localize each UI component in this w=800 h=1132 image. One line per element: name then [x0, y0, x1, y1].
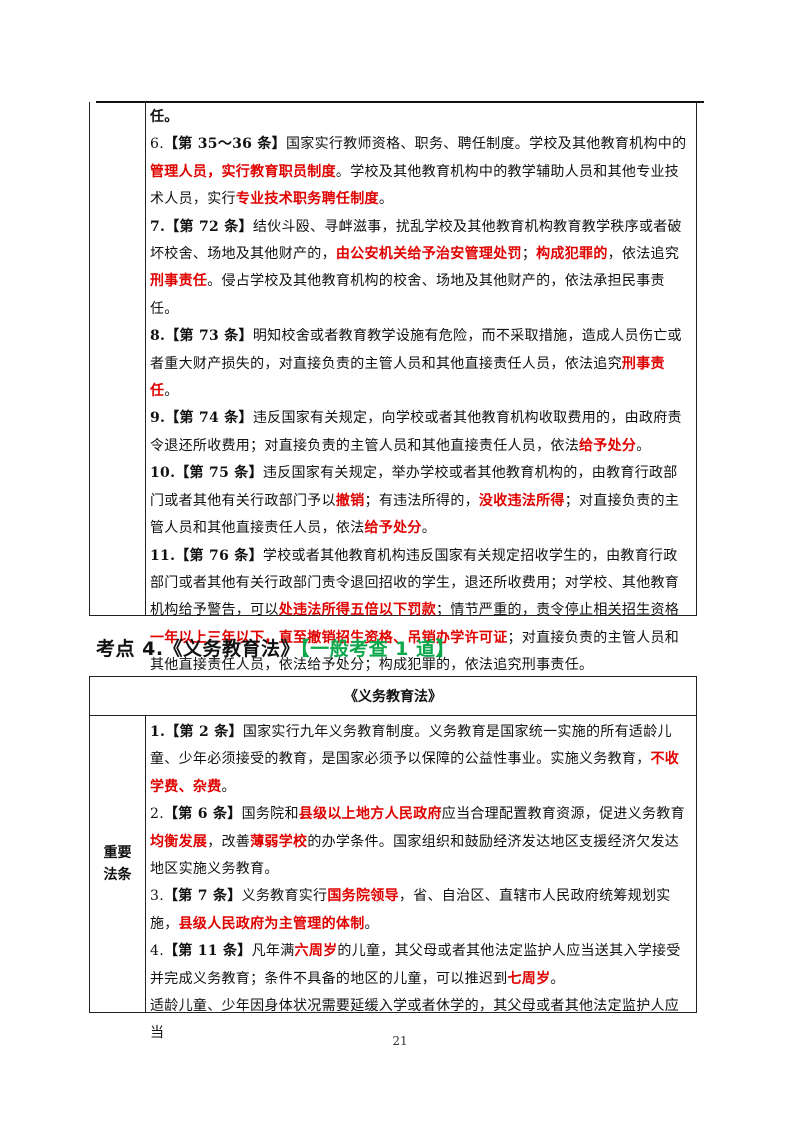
- text-run: 。: [636, 437, 651, 454]
- highlighted-text: 薄弱学校: [250, 833, 308, 850]
- highlighted-text: 专业技术职务聘任制度: [235, 191, 379, 208]
- article-number: 10.【第 75 条】: [150, 465, 263, 482]
- article-number: 9.【第 74 条】: [150, 410, 253, 427]
- text-run: ；对直接负责的主管人员和其他直接责任人员，依法给予处分；构成犯罪的，依法追究刑事…: [150, 629, 680, 674]
- highlighted-text: 刑事责任: [150, 273, 208, 290]
- law-article-paragraph: 8.【第 73 条】明知校舍或者教育教学设施有危险，而不采取措施，造成人员伤亡或…: [150, 323, 690, 405]
- text-run: 国家实行教师资格、职务、聘任制度。学校及其他教育机构中的: [285, 136, 687, 153]
- text-run: ；: [521, 246, 537, 263]
- table-content: 1.【第 2 条】国家实行九年义务教育制度。义务教育是国家统一实施的所有适龄儿童…: [150, 719, 690, 1048]
- top-rule: [96, 101, 704, 103]
- text-run: ，依法追究: [607, 246, 680, 263]
- text-run: ；对直接负责的主管人员和其他直接责任人员，依法: [150, 492, 680, 537]
- highlighted-text: 撤销: [335, 492, 365, 509]
- text-run: 。: [421, 520, 437, 537]
- article-number: 【第 6 条】: [163, 806, 242, 823]
- article-number: 【第 11 条】: [163, 943, 252, 960]
- highlighted-text: 由公安机关给予治安管理处罚: [335, 246, 522, 263]
- law-article-paragraph: 2.【第 6 条】国务院和县级以上地方人民政府应当合理配置教育资源，促进义务教育…: [150, 801, 690, 883]
- text-run: 义务教育实行: [241, 888, 328, 905]
- highlighted-text: 县级人民政府为主管理的体制: [178, 915, 365, 932]
- law-article-paragraph: 4.【第 11 条】凡年满六周岁的儿童，其父母或者其他法定监护人应当送其入学接受…: [150, 938, 690, 993]
- text-run: 应当合理配置教育资源，促进义务教育: [441, 806, 685, 823]
- text-run: 学校或者其他教育机构违反国家有关规定招收学生的，由教育行政部门或者其他有关行政部…: [150, 547, 680, 619]
- highlighted-text: 没收违法所得: [478, 492, 565, 509]
- highlighted-text: 刑事责任: [150, 355, 665, 400]
- highlighted-text: 一年以上三年以下，直至撤销招生资格、吊销办学许可证: [150, 629, 508, 646]
- text-run: 。学校及其他教育机构中的教学辅助人员和其他专业技术人员，实行: [150, 163, 680, 208]
- article-number: 【第 7 条】: [163, 888, 242, 905]
- article-number: 任。: [150, 109, 179, 125]
- highlighted-text: 给予处分: [364, 520, 422, 537]
- text-run: 违反国家有关规定，举办学校或者其他教育机构的，由教育行政部门或者其他有关行政部门…: [150, 465, 678, 509]
- law-article-paragraph: 11.【第 76 条】学校或者其他教育机构违反国家有关规定招收学生的，由教育行政…: [150, 543, 690, 680]
- text-run: 国务院和: [241, 806, 299, 823]
- text-run: 违反国家有关规定，向学校或者其他教育机构收取费用的，由政府责令退还所收费用；对直…: [150, 410, 682, 454]
- text-run: 。: [364, 915, 379, 932]
- text-run: 明知校舍或者教育教学设施有危险，而不采取措施，造成人员伤亡或者重大财产损失的，对…: [150, 328, 682, 372]
- text-run: ，改善: [207, 833, 251, 850]
- law-article-paragraph: 3.【第 7 条】义务教育实行国务院领导，省、自治区、直辖市人民政府统筹规划实施…: [150, 883, 690, 938]
- text-run: 。: [164, 383, 179, 400]
- text-run: ；情节严重的，责令停止相关招生资格: [436, 602, 680, 619]
- section-heading-tag: 【一般考查 1 道】: [300, 638, 456, 660]
- text-run: 2.: [150, 806, 164, 823]
- highlighted-text: 县级以上地方人民政府: [298, 806, 442, 823]
- table-row-label: 重要 法条: [90, 716, 146, 1012]
- highlighted-text: 管理人员，实行教育职员制度: [150, 163, 336, 180]
- highlighted-text: 构成犯罪的: [536, 246, 608, 263]
- text-run: 。侵占学校及其他教育机构的校舍、场地及其他财产的，依法承担民事责任。: [150, 273, 665, 317]
- text-run: 4.: [150, 943, 164, 960]
- section-heading-title: 考点 4.《义务教育法》: [96, 638, 301, 660]
- text-run: 6.: [150, 136, 164, 153]
- law-article-paragraph: 1.【第 2 条】国家实行九年义务教育制度。义务教育是国家统一实施的所有适龄儿童…: [150, 719, 690, 801]
- article-number: 7.【第 72 条】: [150, 218, 253, 235]
- table-content: 任。 6.【第 35～36 条】国家实行教师资格、职务、聘任制度。学校及其他教育机…: [150, 102, 690, 680]
- highlighted-text: 不收学费、杂费: [150, 751, 680, 795]
- text-run: 国家实行九年义务教育制度。义务教育是国家统一实施的所有适龄儿童、少年必须接受的教…: [150, 724, 672, 768]
- text-run: 的办学条件。国家组织和鼓励经济发达地区支援经济欠发达地区实施义务教育。: [150, 833, 680, 878]
- law-article-paragraph: 适龄儿童、少年因身体状况需要延缓入学或者休学的，其父母或者其他法定监护人应当: [150, 993, 690, 1048]
- article-number: 【第 35～36 条】: [163, 136, 286, 153]
- law-article-paragraph: 10.【第 75 条】违反国家有关规定，举办学校或者其他教育机构的，由教育行政部…: [150, 460, 690, 542]
- row-label-line-1: 重要: [103, 845, 132, 861]
- text-run: 3.: [150, 888, 164, 905]
- highlighted-text: 国务院领导: [327, 888, 399, 905]
- highlighted-text: 七周岁: [507, 970, 551, 987]
- highlighted-text: 给予处分: [579, 437, 637, 454]
- table-header: 《义务教育法》: [90, 677, 696, 716]
- text-run: 。: [221, 778, 236, 795]
- text-run: 。: [378, 191, 394, 208]
- section-heading: 考点 4.《义务教育法》【一般考查 1 道】: [96, 634, 455, 661]
- article-number: 8.【第 73 条】: [150, 328, 253, 345]
- law-article-paragraph: 任。: [150, 104, 690, 131]
- page-number: 21: [392, 1034, 408, 1048]
- row-label-line-2: 法条: [103, 867, 132, 883]
- law-table-continued: 任。 6.【第 35～36 条】国家实行教师资格、职务、聘任制度。学校及其他教育机…: [89, 102, 697, 673]
- highlighted-text: 处违法所得五倍以下罚款: [278, 602, 437, 619]
- table-left-column: [90, 102, 146, 615]
- law-article-paragraph: 9.【第 74 条】违反国家有关规定，向学校或者其他教育机构收取费用的，由政府责…: [150, 405, 690, 460]
- compulsory-education-law-table: 《义务教育法》 重要 法条 1.【第 2 条】国家实行九年义务教育制度。义务教育…: [89, 676, 697, 1041]
- highlighted-text: 均衡发展: [150, 833, 208, 850]
- article-number: 11.【第 76 条】: [150, 547, 263, 564]
- article-number: 1.【第 2 条】: [150, 724, 243, 740]
- text-run: 。: [550, 970, 565, 987]
- law-article-paragraph: 7.【第 72 条】结伙斗殴、寻衅滋事，扰乱学校及其他教育机构教育教学秩序或者破…: [150, 214, 690, 324]
- text-run: 的儿童，其父母或者其他法定监护人应当送其入学接受并完成义务教育；条件不具备的地区…: [150, 943, 681, 987]
- text-run: ；有违法所得的，: [364, 492, 479, 509]
- law-article-paragraph: 6.【第 35～36 条】国家实行教师资格、职务、聘任制度。学校及其他教育机构中…: [150, 131, 690, 213]
- text-run: 凡年满: [251, 943, 295, 960]
- text-run: 适龄儿童、少年因身体状况需要延缓入学或者休学的，其父母或者其他法定监护人应当: [150, 998, 680, 1042]
- highlighted-text: 六周岁: [294, 943, 338, 960]
- text-run: ，省、自治区、直辖市人民政府统筹规划实施，: [150, 888, 671, 932]
- text-run: 结伙斗殴、寻衅滋事，扰乱学校及其他教育机构教育教学秩序或者破坏校舍、场地及其他财…: [150, 218, 682, 263]
